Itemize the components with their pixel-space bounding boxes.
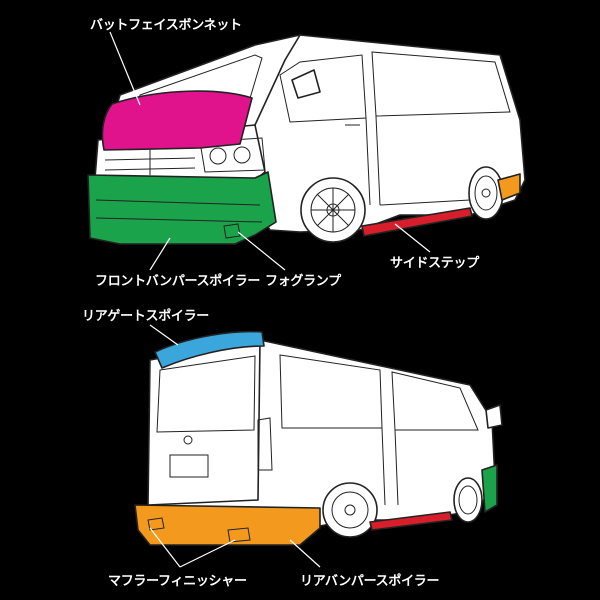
front-bumper-part bbox=[87, 171, 277, 245]
front-rear-bumper-part bbox=[497, 173, 521, 201]
rear-bumper-part bbox=[134, 504, 321, 546]
bonnet-part bbox=[101, 90, 253, 151]
fog-lamp-label: フォグランプ bbox=[265, 274, 341, 289]
fog-lamp-part bbox=[223, 223, 241, 239]
muffler-finisher-label: マフラーフィニッシャー bbox=[108, 574, 247, 589]
muffler-finisher-left bbox=[147, 517, 165, 531]
rear-gate-spoiler-label: リアゲートスポイラー bbox=[82, 309, 210, 324]
front-bumper-label: フロントバンパースポイラー bbox=[95, 274, 261, 289]
bonnet-label: バットフェイスボンネット bbox=[90, 18, 242, 33]
side-step-part bbox=[361, 207, 473, 237]
muffler-finisher-right bbox=[227, 527, 251, 543]
rear-front-bumper-part bbox=[481, 464, 498, 513]
side-step-label: サイドステップ bbox=[390, 256, 479, 271]
rear-bumper-label: リアバンパースポイラー bbox=[300, 574, 440, 589]
rear-side-step-part bbox=[369, 511, 453, 531]
rear-gate-spoiler-part bbox=[154, 330, 265, 369]
